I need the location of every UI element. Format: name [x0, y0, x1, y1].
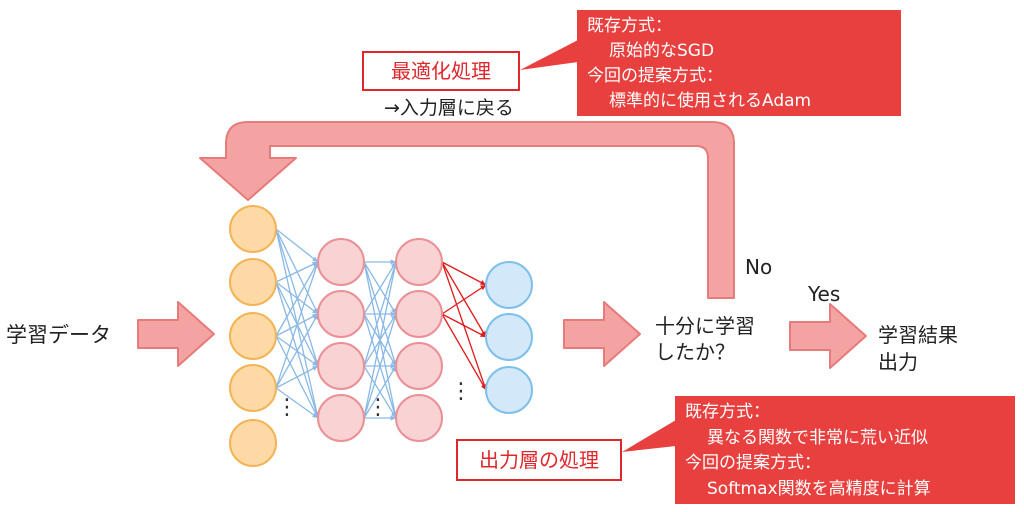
output-layer-label: 出力層の処理	[479, 448, 599, 472]
hidden-hidden-link-head	[390, 259, 396, 265]
ellipsis-layer-1: ⋮	[276, 395, 298, 420]
optimization-callout-line-3: 今回の提案方式：	[587, 66, 723, 86]
output-node	[485, 366, 533, 414]
hidden-hidden-link	[363, 261, 397, 367]
hidden-output-link	[441, 284, 487, 315]
decision-line-1: 十分に学習	[655, 314, 755, 338]
hidden-output-link	[441, 313, 487, 391]
output-arrow	[563, 301, 641, 367]
no-label: No	[745, 255, 772, 279]
input-arrow	[137, 301, 215, 367]
hidden-output-link-head	[480, 332, 486, 337]
output-layer-callout-line-2: 異なる関数で非常に荒い近似	[707, 428, 928, 448]
optimization-callout-box	[577, 10, 901, 116]
output-layer-callout-line-4: Softmax関数を高精度に計算	[707, 479, 931, 499]
optimization-label: 最適化処理	[391, 59, 491, 83]
hidden-2-node	[395, 342, 443, 390]
hidden-1-node	[317, 238, 365, 286]
ellipsis-layer-3: ⋮	[450, 379, 472, 404]
hidden-hidden-link	[363, 261, 397, 315]
input-hidden-link	[275, 387, 319, 419]
hidden-hidden-link-head	[390, 311, 396, 317]
hidden-hidden-link-head	[390, 308, 396, 314]
hidden-hidden-link	[363, 365, 397, 419]
feedback-loop-arrow	[199, 121, 735, 299]
optimization-callout-line-4: 標準的に使用されるAdam	[609, 90, 811, 111]
input-hidden-link-head	[312, 256, 318, 262]
hidden-hidden-link	[363, 313, 397, 419]
ellipsis-layer-2: ⋮	[367, 395, 389, 420]
hidden-hidden-link-head	[390, 363, 396, 369]
hidden-hidden-link-head	[390, 415, 396, 421]
input-hidden-link	[275, 261, 319, 337]
input-node	[229, 312, 277, 360]
result-line-1: 学習結果	[878, 323, 958, 347]
hidden-output-link-head	[480, 285, 486, 291]
hidden-1-node	[317, 342, 365, 390]
network-nodes	[229, 205, 533, 467]
output-layer-callout-line-3: 今回の提案方式：	[685, 453, 821, 473]
input-hidden-link	[275, 313, 319, 389]
input-node	[229, 419, 277, 467]
optimization-sublabel: →入力層に戻る	[384, 97, 514, 119]
hidden-2-node	[395, 290, 443, 338]
hidden-hidden-link-head	[390, 360, 396, 366]
yes-label: Yes	[807, 282, 840, 306]
hidden-1-node	[317, 394, 365, 442]
input-hidden-link-head	[312, 412, 318, 418]
optimization-callout-line-2: 原始的なSGD	[609, 41, 714, 61]
hidden-output-link	[441, 313, 487, 338]
output-layer-callout-line-1: 既存方式：	[685, 402, 770, 422]
network-links	[275, 228, 487, 421]
decision-line-2: したか？	[655, 340, 735, 364]
input-hidden-link-head	[312, 308, 318, 314]
yes-arrow	[789, 303, 867, 369]
hidden-hidden-link-head	[390, 366, 396, 372]
output-layer-callout-pointer	[622, 420, 676, 452]
training-data-label: 学習データ	[6, 323, 111, 347]
hidden-hidden-link-head	[390, 412, 396, 418]
input-node	[229, 364, 277, 412]
result-line-2: 出力	[878, 350, 918, 374]
optimization-callout-line-1: 既存方式：	[587, 16, 672, 36]
input-hidden-link-head	[313, 314, 318, 320]
output-layer-label-box	[456, 439, 622, 481]
input-hidden-link	[275, 228, 319, 263]
input-hidden-link	[275, 261, 319, 283]
input-hidden-link	[275, 365, 319, 389]
hidden-2-node	[395, 394, 443, 442]
optimization-callout-pointer	[520, 40, 578, 70]
output-layer-callout-box	[675, 396, 1015, 504]
optimization-label-box	[362, 51, 520, 91]
input-hidden-link	[275, 261, 319, 389]
hidden-output-link-head	[480, 280, 486, 285]
hidden-hidden-link	[363, 261, 397, 419]
input-node	[229, 205, 277, 253]
output-node	[485, 261, 533, 309]
input-hidden-link-head	[312, 366, 318, 371]
input-node	[229, 258, 277, 306]
hidden-1-node	[317, 290, 365, 338]
hidden-2-node	[395, 238, 443, 286]
hidden-output-link-head	[481, 384, 486, 390]
input-hidden-link-head	[312, 360, 318, 366]
hidden-output-link	[441, 261, 487, 286]
output-node	[485, 313, 533, 361]
